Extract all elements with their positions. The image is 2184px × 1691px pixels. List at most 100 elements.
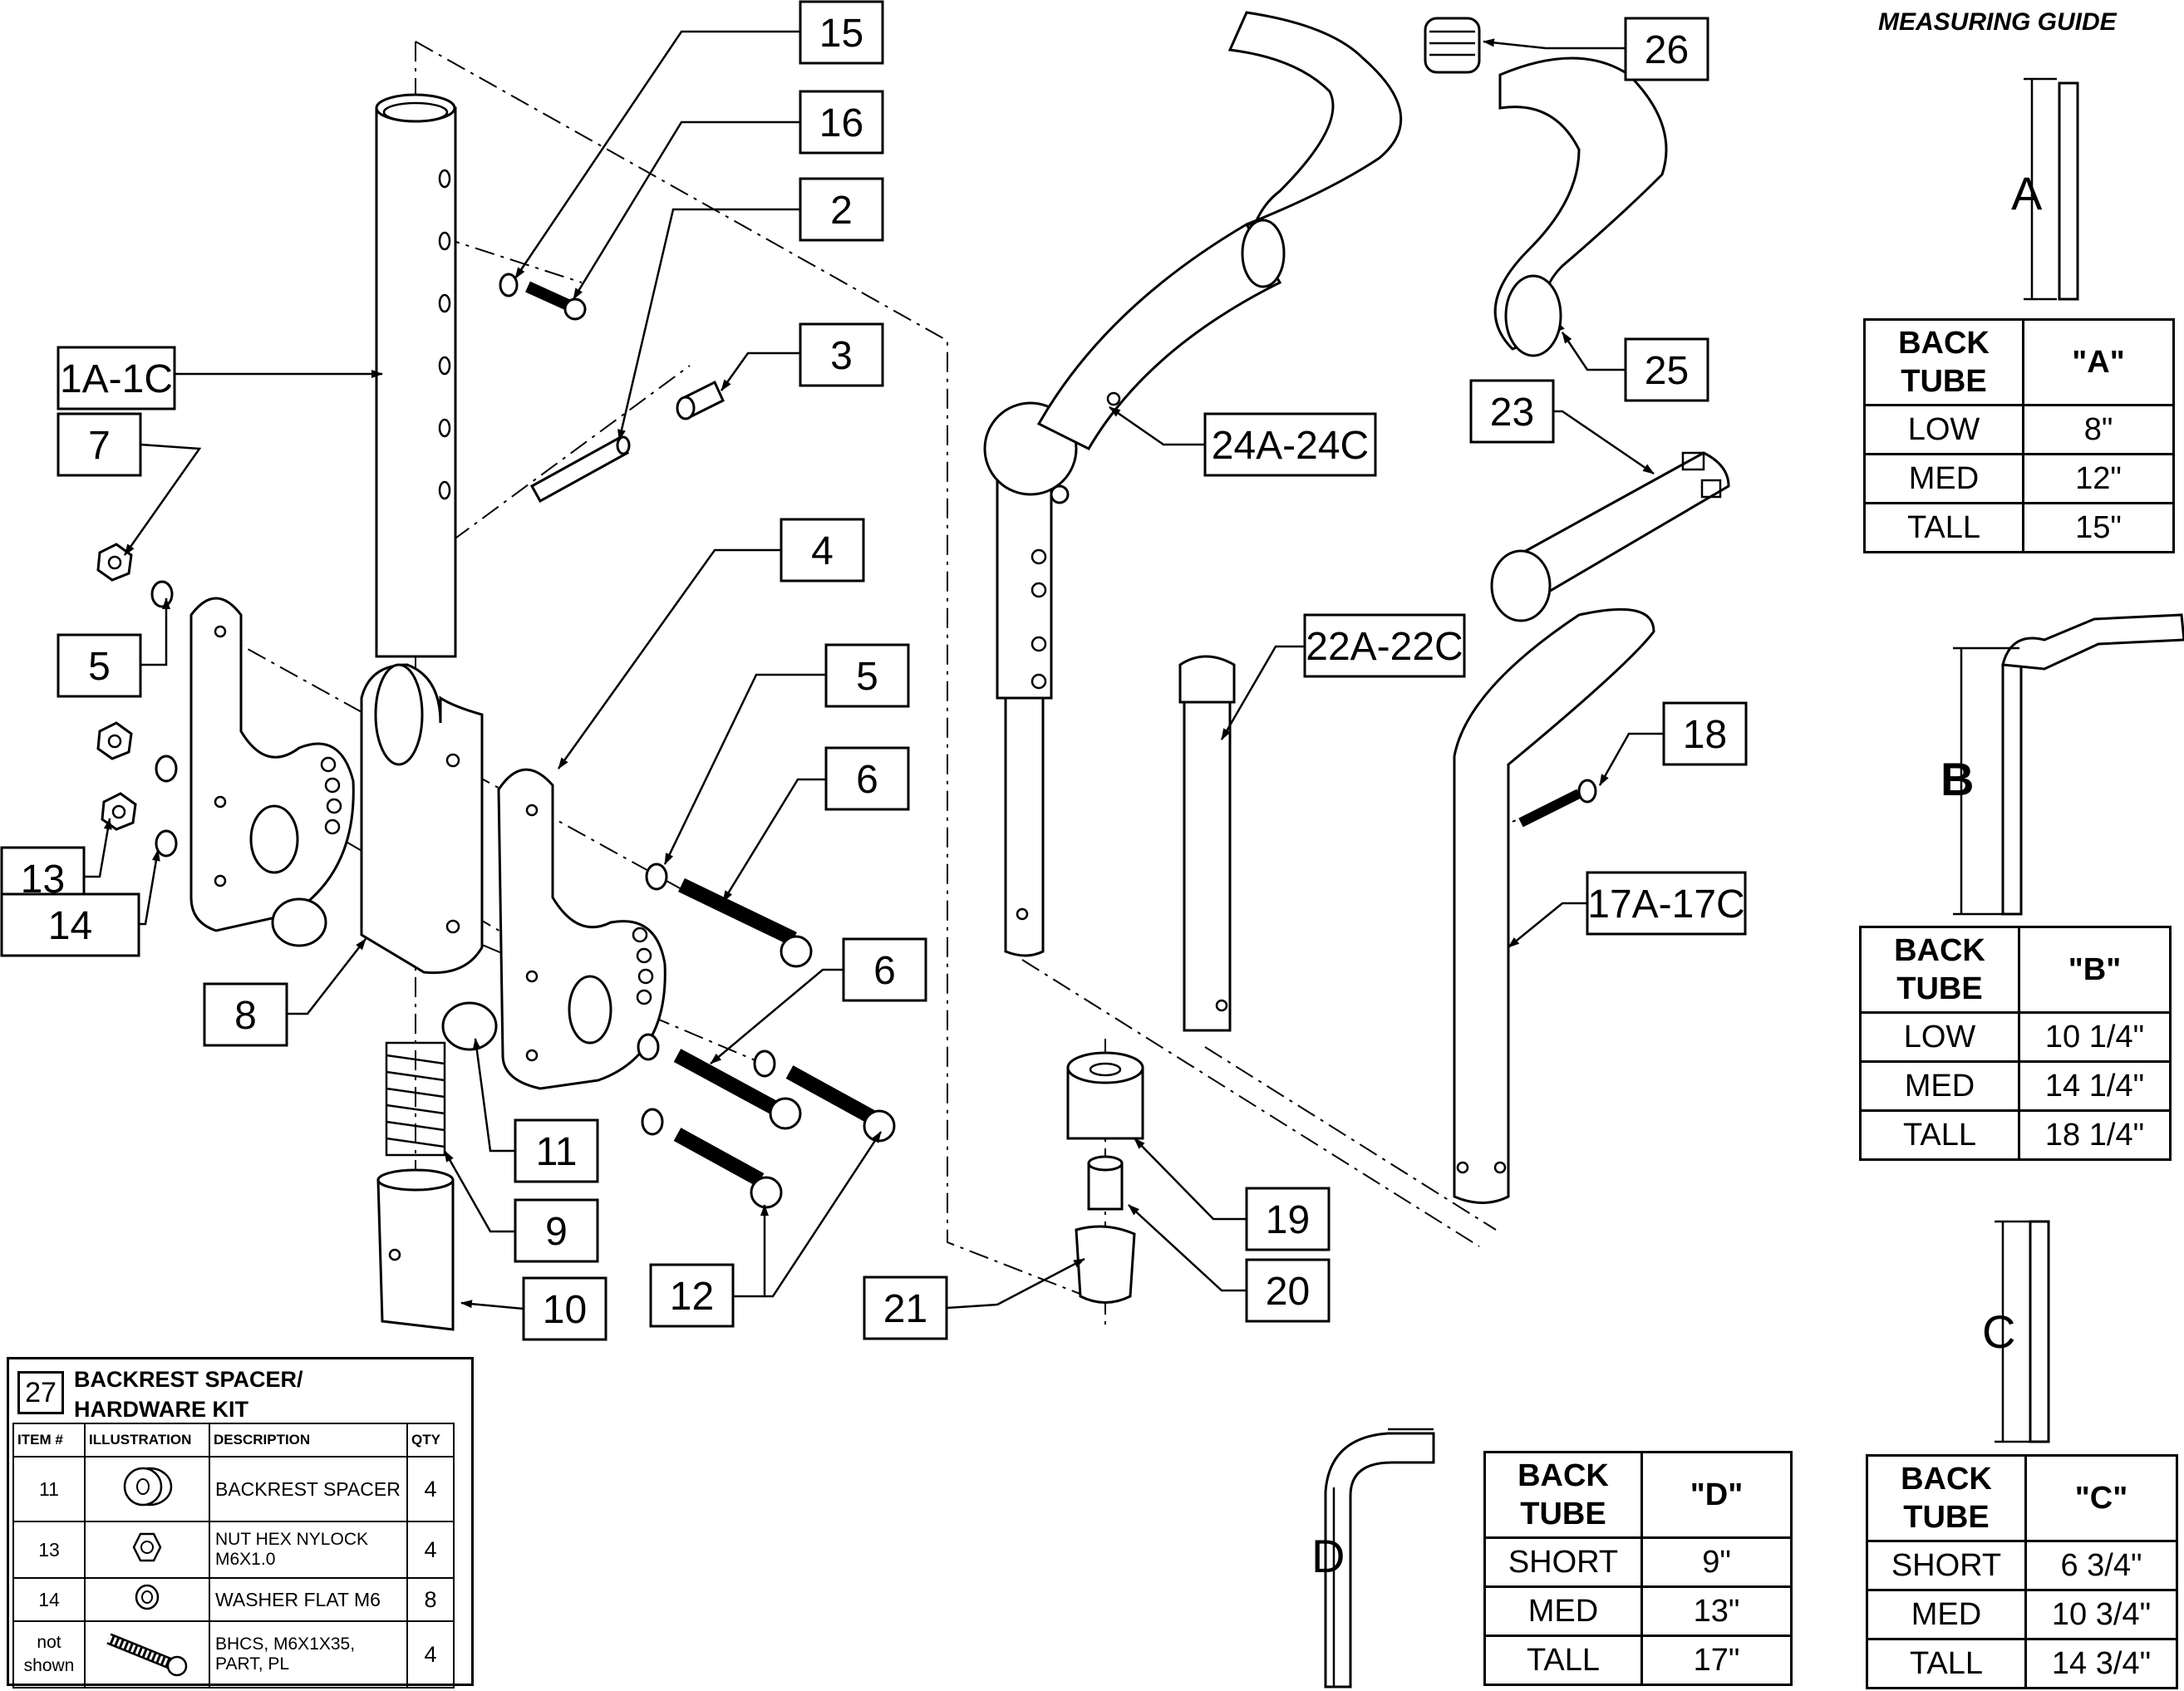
callout-c25: 25 [1561,332,1709,402]
table-b-r1c2: 10 1/4" [2018,1011,2172,1063]
tube-22 [1178,655,1236,1032]
callout-box [514,1198,599,1263]
callout-box [799,90,884,155]
table-c-h1: BACK TUBE [1866,1454,2027,1542]
callout-box [649,1263,735,1328]
hardware-left [96,543,178,858]
table-a-r2c2: 12" [2022,453,2175,504]
kit-row: 14 WASHER FLAT M6 8 [12,1577,455,1622]
table-b-r2c2: 14 1/4" [2018,1060,2172,1112]
callout-leader [460,1300,524,1310]
table-d-h1: BACK TUBE [1483,1451,1643,1539]
hex-nut-icon [84,1521,210,1579]
callout-label: 5 [88,645,111,689]
callout-c18: 18 [1598,701,1748,786]
table-c-r3c2: 14 3/4" [2024,1638,2178,1689]
cap-26 [1424,17,1481,74]
callout-c11: 11 [472,1038,599,1183]
callout-box [863,1276,948,1340]
right-bracket-plate-4 [497,768,667,1090]
callout-leader [710,968,844,1064]
screw-icon [84,1620,210,1689]
kit-description: WASHER FLAT M6 [209,1577,408,1622]
callout-box [1303,613,1466,678]
measuring-guide-title: MEASURING GUIDE [1878,8,2117,36]
table-a-h1: BACK TUBE [1863,318,2024,406]
callout-leader [84,818,112,878]
handle-tube-24 [983,11,1403,957]
callout-box [824,643,910,708]
callout-leader [1128,1204,1247,1292]
table-a-r3c1: TALL [1863,502,2024,553]
clip-21 [1075,1225,1136,1304]
table-b-r3c1: TALL [1859,1109,2020,1161]
left-bracket-plate [189,597,355,932]
callout-label: 4 [811,529,834,573]
kit-row: 11 BACKREST SPACER 4 [12,1456,455,1522]
callout-label: 20 [1266,1270,1310,1314]
callout-c7: 7 [57,412,202,556]
callout-leader [139,849,160,926]
bushing-3 [676,380,725,420]
callout-label: 9 [545,1210,568,1254]
callout-box [824,746,910,811]
plunger-20 [1087,1155,1124,1211]
callout-label: 3 [830,334,853,378]
callout-label: 22A-22C [1306,625,1463,669]
callout-label: 1A-1C [60,357,173,401]
callout-label: 10 [543,1288,587,1332]
callout-c16: 16 [572,90,884,300]
table-b-h1: BACK TUBE [1859,926,2020,1014]
callout-leader [443,1150,515,1233]
callout-box [57,346,176,410]
callout-leader [514,30,800,279]
kit-qty: 4 [406,1456,455,1522]
table-d-r1c1: SHORT [1483,1536,1643,1588]
callout-label: 23 [1490,391,1534,435]
callout-label: 16 [819,101,863,145]
callout-label: 25 [1645,349,1689,393]
callout-c21: 21 [863,1257,1085,1340]
callout-label: 5 [856,655,878,699]
kit-qty: 4 [406,1620,455,1689]
spacer-pin-2 [529,435,631,504]
hardware-kit-panel: 27 BACKREST SPACER/ HARDWARE KIT ITEM # … [7,1357,474,1689]
callout-leader [617,208,800,441]
callout-c5a: 5 [57,597,170,698]
back-tube-17 [1453,607,1655,1204]
callout-box [0,892,140,957]
callout-leader [287,938,366,1015]
callout-leader [720,351,800,391]
callout-c8: 8 [203,938,366,1047]
callout-label: 26 [1645,28,1689,72]
table-d-r3c1: TALL [1483,1634,1643,1686]
callout-box [203,982,288,1047]
handle-grip-25 [1493,57,1668,357]
callout-leader [1483,38,1626,50]
callout-leader [1561,332,1626,371]
callout-leader [1598,732,1664,786]
callout-c20: 20 [1128,1204,1331,1323]
callout-c24: 24A-24C [1109,406,1377,477]
center-bracket-8 [360,663,484,975]
spacers-11 [271,897,498,1051]
callout-leader [1134,1138,1247,1221]
callout-box [799,0,884,65]
callout-label: 17A-17C [1587,882,1744,927]
kit-row: 13 NUT HEX NYLOCK M6X1.0 4 [12,1521,455,1579]
dim-letter-d: D [1311,1530,1345,1582]
table-c-r3c1: TALL [1866,1638,2027,1689]
callout-c12: 12 [649,1131,883,1328]
callout-label: 19 [1266,1198,1310,1242]
callout-leader [472,1038,515,1153]
callout-leader [1553,410,1655,475]
kit-description: BACKREST SPACER [209,1456,408,1522]
callout-c10: 10 [460,1276,607,1341]
callout-c23: 23 [1469,379,1655,475]
spring-9 [385,1041,446,1157]
callout-c17: 17A-17C [1508,871,1747,948]
